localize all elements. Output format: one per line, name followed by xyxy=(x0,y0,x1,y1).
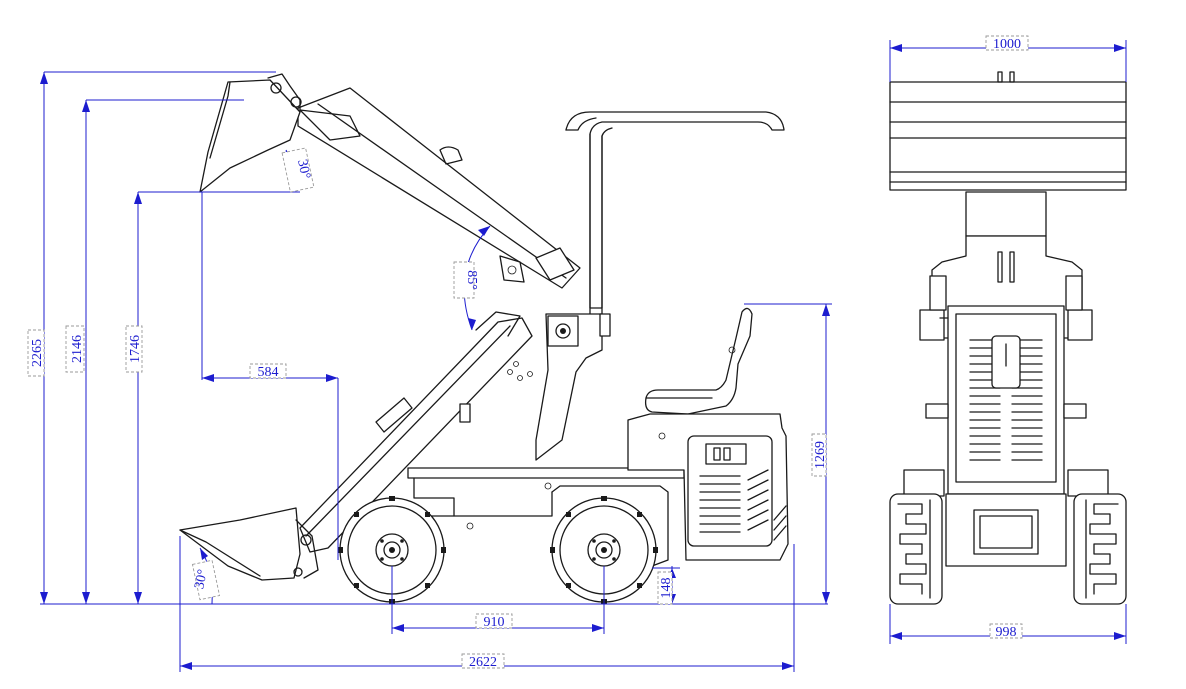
operator-seat xyxy=(644,307,753,415)
front-body xyxy=(925,305,1087,495)
front-right-track xyxy=(1073,493,1127,605)
engine-box xyxy=(627,413,789,561)
front-dimensions: 1000 998 xyxy=(889,35,1127,644)
dim-total-length: 2622 xyxy=(469,655,497,670)
dim-total-height: 2265 xyxy=(30,339,45,367)
lowered-bucket xyxy=(179,507,319,581)
upper-boom-arm xyxy=(297,87,581,289)
dim-wheelbase: 910 xyxy=(484,615,505,630)
front-view xyxy=(889,71,1127,605)
rops-canopy xyxy=(565,111,785,341)
front-bucket xyxy=(889,71,1127,191)
dim-hinge-height: 2146 xyxy=(70,335,85,363)
raised-bucket xyxy=(199,73,361,193)
lower-boom-arm xyxy=(299,311,533,553)
dim-seat-height: 1269 xyxy=(813,441,828,469)
dim-dump-height: 1746 xyxy=(128,335,143,363)
dim-ground-clearance: 148 xyxy=(659,578,674,599)
angle-bucket-ground: 30° xyxy=(192,568,211,590)
side-dimensions: 2265 2146 1746 584 910 2622 148 1269 30°… xyxy=(27,71,832,672)
dim-bucket-width: 1000 xyxy=(993,37,1021,52)
dim-track-width: 998 xyxy=(996,625,1017,640)
front-lower-body xyxy=(903,469,1109,567)
angle-arm-rotation: 85° xyxy=(464,270,479,290)
angle-bucket-raised: 30° xyxy=(294,158,313,180)
front-left-track xyxy=(889,493,943,605)
pivot-tower xyxy=(459,313,611,461)
rear-wheel xyxy=(550,496,658,604)
dim-dump-reach: 584 xyxy=(258,365,279,380)
front-wheel xyxy=(338,496,446,604)
side-view xyxy=(179,73,789,604)
